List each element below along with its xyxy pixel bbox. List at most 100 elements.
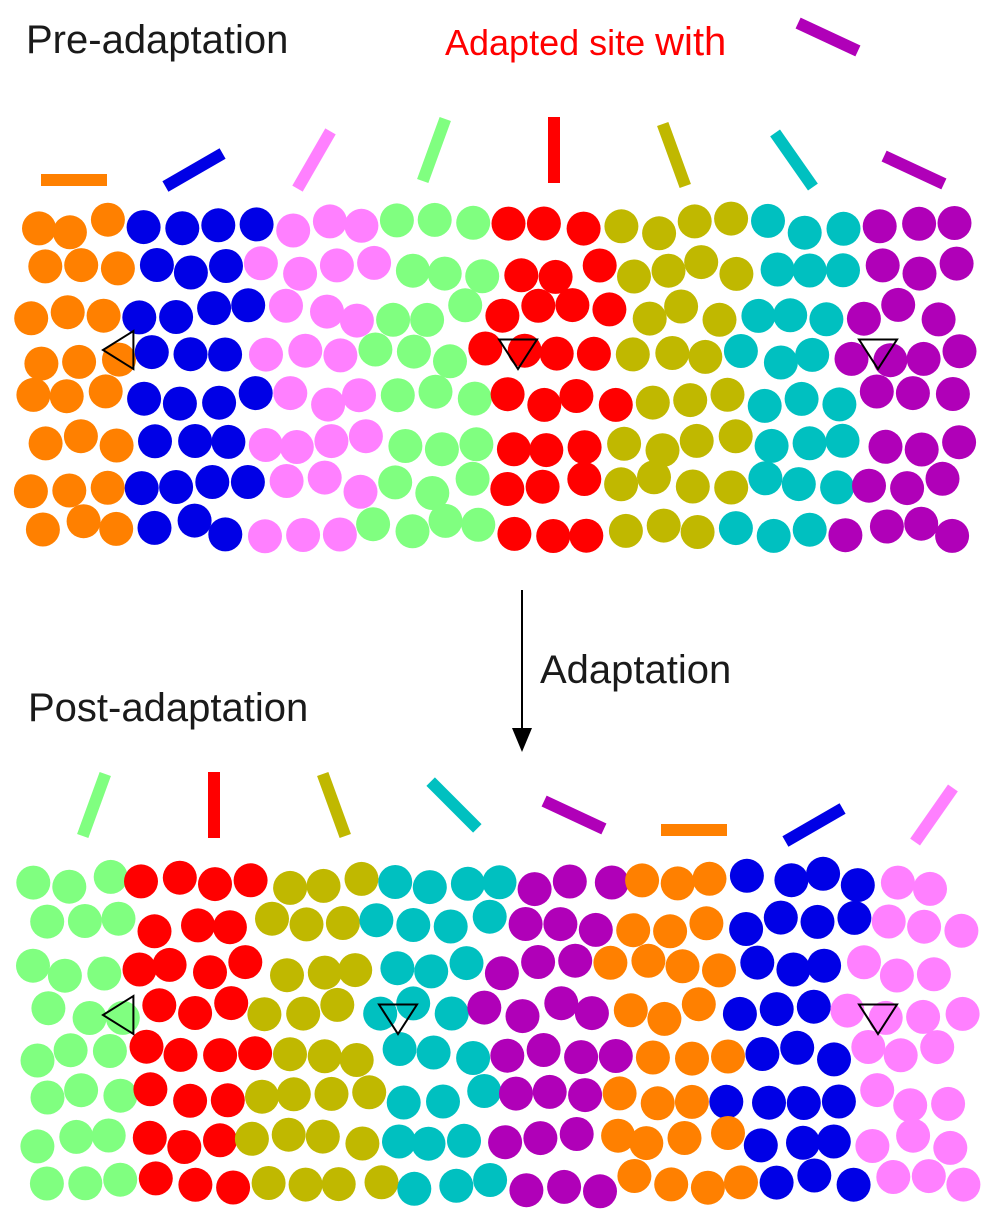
post-cell-teal [382,1124,416,1159]
pre-cell-olive [637,460,671,495]
post-cell-teal [397,1171,432,1206]
pre-cell-purple [852,468,886,503]
post-cell-blue [709,1084,744,1119]
pre-cell-green [424,432,459,467]
pre-cell-pink [311,387,346,422]
pre-cell-purple [902,256,937,291]
post-cell-red [181,908,215,943]
post-cell-red [129,1029,164,1064]
post-cell-red [178,1167,213,1202]
pre-cell-orange [25,512,60,547]
pre-cell-olive [632,301,667,336]
post-cell-orange [653,914,688,949]
post-cell-orange [593,945,628,980]
post-cell-olive [255,901,289,936]
pre-cell-pink [286,518,321,552]
post-cell-purple [547,1169,582,1204]
pre-cell-purple [828,518,863,553]
pre-cell-pink [273,376,308,411]
pre-cell-red [538,259,573,294]
post-cell-green [59,1119,94,1154]
post-cell-orange [625,863,660,898]
post-cell-teal [473,1163,508,1197]
post-cell-pink [893,1088,928,1123]
pre-cell-teal [787,215,822,250]
pre-cell-teal [820,470,855,505]
post-cell-orange [692,861,727,896]
post-cell-purple [509,1173,544,1208]
post-cell-purple [488,1125,523,1160]
pre-cell-pink [342,378,376,413]
post-cell-olive [321,1167,356,1202]
post-cell-red [216,1170,251,1205]
pre-cell-pink [339,303,374,338]
pre-cell-olive [646,508,681,543]
pre-cell-teal [825,423,860,458]
post-cell-red [162,860,197,895]
post-cell-red [152,947,187,982]
pre-bar-purple [881,150,947,190]
pre-cell-red [497,516,532,551]
pre-cell-orange [28,426,63,461]
pre-cell-purple [906,341,941,376]
pre-cell-blue [122,300,157,335]
pre-cell-red [598,387,633,422]
post-cell-green [64,1073,99,1108]
pre-cell-olive [675,469,710,504]
pre-cell-teal [741,298,776,333]
post-cell-purple [598,1039,633,1073]
pre-cell-orange [62,344,97,379]
pre-cell-purple [935,518,970,553]
post-cell-teal [378,865,413,899]
post-cell-blue [816,1124,851,1159]
post-cell-green [20,1129,55,1164]
pre-cell-olive [714,470,749,505]
pre-cell-pink [248,428,283,462]
post-cell-blue [752,1085,786,1120]
pre-cell-green [461,507,496,542]
pre-cell-purple [881,287,916,322]
pre-cell-teal [760,252,795,287]
pre-cell-teal [718,511,753,546]
post-cell-teal [434,996,469,1031]
post-cell-purple [484,956,519,991]
post-cell-purple [508,907,543,941]
pre-cell-green [459,427,494,462]
pre-cell-olive [617,259,651,294]
post-cell-blue [806,856,841,891]
pre-cell-red [525,469,560,504]
pre-cell-orange [14,301,49,336]
pre-cell-blue [195,465,230,499]
pre-cell-blue [134,335,169,370]
post-cell-blue [837,900,872,935]
post-cell-purple [521,945,556,979]
post-cell-orange [665,949,700,984]
pre-cell-olive [679,423,714,458]
pre-cell-blue [173,255,208,290]
post-cell-teal [396,908,431,942]
pre-cell-orange [99,511,134,546]
pre-cell-red [491,206,526,241]
pre-cell-teal [784,381,819,416]
pre-cell-olive [677,204,712,239]
post-cell-green [20,1043,55,1078]
post-adaptation-neuron-grid [16,856,981,1209]
pre-cell-teal [773,298,808,333]
post-cell-pink [931,1086,966,1121]
post-cell-orange [631,943,666,978]
post-cell-green [30,1080,65,1115]
pre-cell-pink [314,424,349,459]
pre-cell-teal [756,518,791,553]
post-cell-red [137,914,172,949]
post-bar-olive [317,771,351,839]
post-cell-green [72,1001,107,1035]
pre-cell-purple [904,432,939,467]
post-cell-orange [617,1159,652,1193]
pre-cell-teal [792,512,827,547]
post-cell-blue [759,1165,794,1200]
post-cell-orange [660,866,695,901]
pre-cell-red [507,333,542,368]
post-cell-olive [364,1165,399,1200]
post-cell-orange [654,1167,689,1202]
pre-cell-olive [680,515,715,549]
